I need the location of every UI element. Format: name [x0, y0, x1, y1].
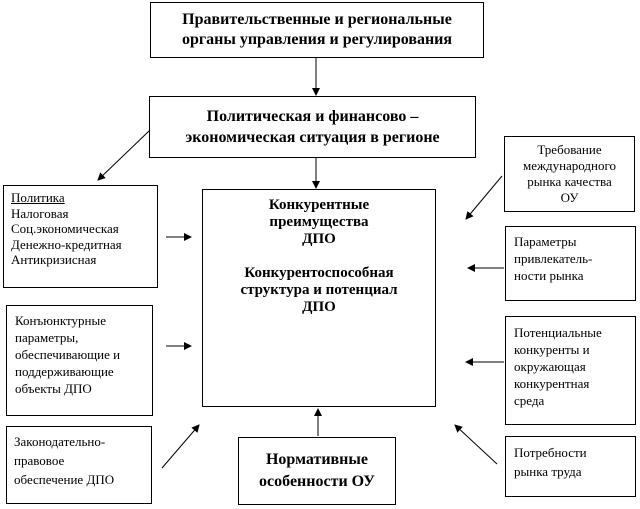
- params-line-3: ности рынка: [514, 268, 584, 283]
- government-line-2: органы управления и регулирования: [181, 31, 453, 48]
- comp-line-4: конкурентная: [514, 376, 590, 391]
- req-line-4: ОУ: [560, 190, 579, 205]
- government-line-1: Правительственные и региональные: [182, 11, 452, 28]
- politics-line-1: Налоговая: [11, 205, 69, 221]
- req-line-2: международного: [522, 158, 617, 173]
- conj-line-4: поддерживающие: [15, 364, 114, 379]
- law-line-2: правовое: [14, 453, 65, 468]
- arrow-needs-to-center: [454, 424, 498, 465]
- quality-requirement-box: Требование международного рынка качества…: [504, 136, 635, 212]
- law-line-3: обеспечение ДПО: [14, 472, 115, 487]
- conj-line-1: Конъюнктурные: [15, 313, 106, 328]
- politics-line-2: Соц.экономическая: [11, 221, 119, 236]
- comp-line-1: Потенциальные: [514, 325, 602, 340]
- political-line-2: экономическая ситуация в регионе: [185, 129, 440, 146]
- comp-line-3: окружающая: [514, 359, 586, 374]
- conjuncture-parameters-box: Конъюнктурные параметры, обеспечивающие …: [6, 305, 153, 416]
- normative-features-box: Нормативные особенности ОУ: [238, 437, 396, 505]
- market-attractiveness-box: Параметры привлекатель- ности рынка: [505, 226, 636, 301]
- params-line-2: привлекатель-: [514, 251, 593, 266]
- politics-heading: Политика: [11, 190, 65, 205]
- labor-market-needs-box: Потребности рынка труда: [505, 436, 636, 497]
- conj-line-2: параметры,: [15, 330, 79, 345]
- params-line-1: Параметры: [514, 234, 577, 249]
- conj-line-5: объекты ДПО: [15, 381, 92, 396]
- competitors-box: Потенциальные конкуренты и окружающая ко…: [505, 316, 636, 425]
- arrow-law-to-center: [161, 424, 200, 469]
- normative-line-2: особенности ОУ: [259, 473, 375, 490]
- req-line-3: рынка качества: [527, 174, 612, 189]
- center-line-5: структура и потенциал: [240, 282, 398, 298]
- req-line-1: Требование: [537, 142, 602, 157]
- center-line-4: Конкурентоспособная: [244, 265, 394, 281]
- center-line-1: Конкурентные: [268, 197, 370, 213]
- political-situation-box: Политическая и финансово – экономическая…: [149, 96, 476, 158]
- needs-line-1: Потребности: [514, 445, 587, 460]
- center-line-3: ДПО: [302, 231, 336, 247]
- politics-line-4: Антикризисная: [11, 252, 97, 267]
- arrow-req-to-center: [465, 175, 503, 220]
- center-line-6: ДПО: [302, 299, 336, 315]
- political-line-1: Политическая и финансово –: [206, 108, 419, 125]
- center-line-2: преимущества: [269, 214, 369, 230]
- government-box: Правительственные и региональные органы …: [150, 2, 484, 58]
- comp-line-5: среда: [514, 393, 545, 408]
- arrow-pol-to-politics: [97, 130, 150, 181]
- needs-line-2: рынка труда: [514, 464, 582, 479]
- politics-line-3: Денежно-кредитная: [11, 236, 122, 252]
- comp-line-2: конкуренты и: [514, 342, 590, 357]
- legislation-box: Законодательно- правовое обеспечение ДПО: [6, 426, 152, 504]
- conj-line-3: обеспечивающие и: [15, 347, 121, 362]
- politics-box: Политика Налоговая Соц.экономическая Ден…: [3, 185, 158, 288]
- competitive-advantages-box: Конкурентные преимущества ДПО Конкуренто…: [202, 189, 436, 407]
- normative-line-1: Нормативные: [265, 451, 368, 468]
- law-line-1: Законодательно-: [14, 434, 106, 449]
